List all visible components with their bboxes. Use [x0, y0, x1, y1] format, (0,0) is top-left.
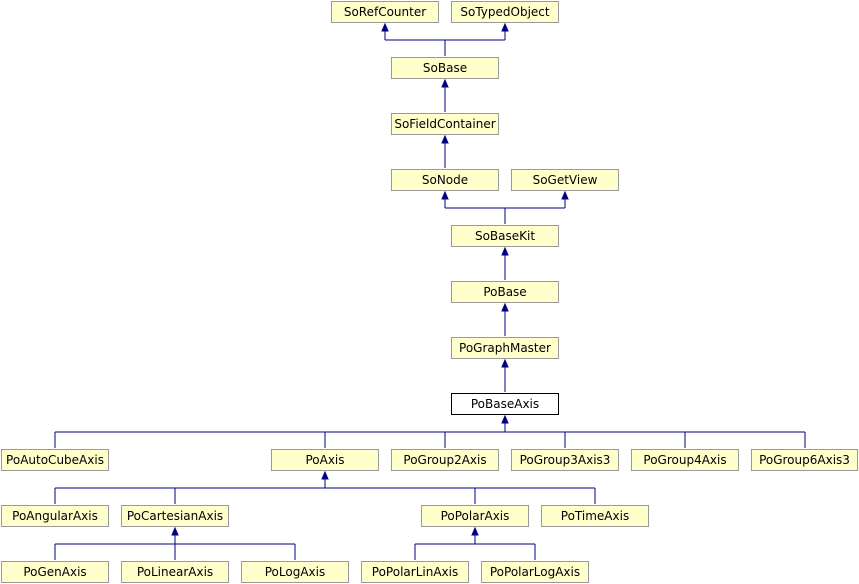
class-node-sobase[interactable]: SoBase — [391, 57, 499, 79]
class-node-pogroup6axis3[interactable]: PoGroup6Axis3 — [751, 449, 858, 471]
class-node-sorefcounter[interactable]: SoRefCounter — [331, 1, 439, 23]
class-node-pogenaxis[interactable]: PoGenAxis — [1, 561, 109, 583]
class-node-popolarlinaxis[interactable]: PoPolarLinAxis — [361, 561, 469, 583]
class-node-polinearaxis[interactable]: PoLinearAxis — [121, 561, 229, 583]
class-node-pologaxis[interactable]: PoLogAxis — [241, 561, 349, 583]
class-node-pobase[interactable]: PoBase — [451, 281, 559, 303]
edge-popolaraxis-children — [414, 534, 536, 560]
arrow-sofieldcontainer — [441, 134, 449, 144]
class-node-popolaraxis[interactable]: PoPolarAxis — [421, 505, 529, 527]
edge-sobasekit-parents — [444, 198, 566, 224]
arrow-sobase — [441, 78, 449, 88]
class-node-potimeaxis[interactable]: PoTimeAxis — [541, 505, 649, 527]
arrow-sonode — [441, 190, 449, 200]
edge-poaxis-children — [54, 478, 596, 504]
class-node-sobasekit[interactable]: SoBaseKit — [451, 225, 559, 247]
class-node-sogetview[interactable]: SoGetView — [511, 169, 619, 191]
class-node-poangularaxis[interactable]: PoAngularAxis — [1, 505, 109, 527]
arrow-sorefcounter — [381, 22, 389, 32]
class-node-pogroup2axis[interactable]: PoGroup2Axis — [391, 449, 499, 471]
class-node-pographmaster[interactable]: PoGraphMaster — [451, 337, 559, 359]
class-node-pogroup4axis[interactable]: PoGroup4Axis — [631, 449, 739, 471]
edge-pobaseaxis-children — [54, 422, 806, 448]
class-node-sofieldcontainer[interactable]: SoFieldContainer — [391, 113, 499, 135]
arrow-popolaraxis — [471, 526, 479, 536]
arrow-pobaseaxis — [501, 414, 509, 424]
arrow-pobase — [501, 302, 509, 312]
class-node-sonode[interactable]: SoNode — [391, 169, 499, 191]
class-node-pocartesianaxis[interactable]: PoCartesianAxis — [121, 505, 229, 527]
arrow-sobasekit — [501, 246, 509, 256]
class-node-sotypedobject[interactable]: SoTypedObject — [451, 1, 559, 23]
arrow-pographmaster — [501, 358, 509, 368]
arrow-sotypedobject — [501, 22, 509, 32]
arrow-poaxis — [321, 470, 329, 480]
class-node-poautocubeaxis[interactable]: PoAutoCubeAxis — [1, 449, 109, 471]
class-node-poaxis[interactable]: PoAxis — [271, 449, 379, 471]
edge-sobase-parents — [384, 30, 506, 56]
edge-pocartesianaxis-children — [54, 534, 296, 560]
class-node-popolarlogaxis[interactable]: PoPolarLogAxis — [481, 561, 589, 583]
arrow-sogetview — [561, 190, 569, 200]
class-node-pogroup3axis3[interactable]: PoGroup3Axis3 — [511, 449, 619, 471]
class-node-pobaseaxis-current: PoBaseAxis — [451, 393, 559, 415]
arrow-pocartesianaxis — [171, 526, 179, 536]
